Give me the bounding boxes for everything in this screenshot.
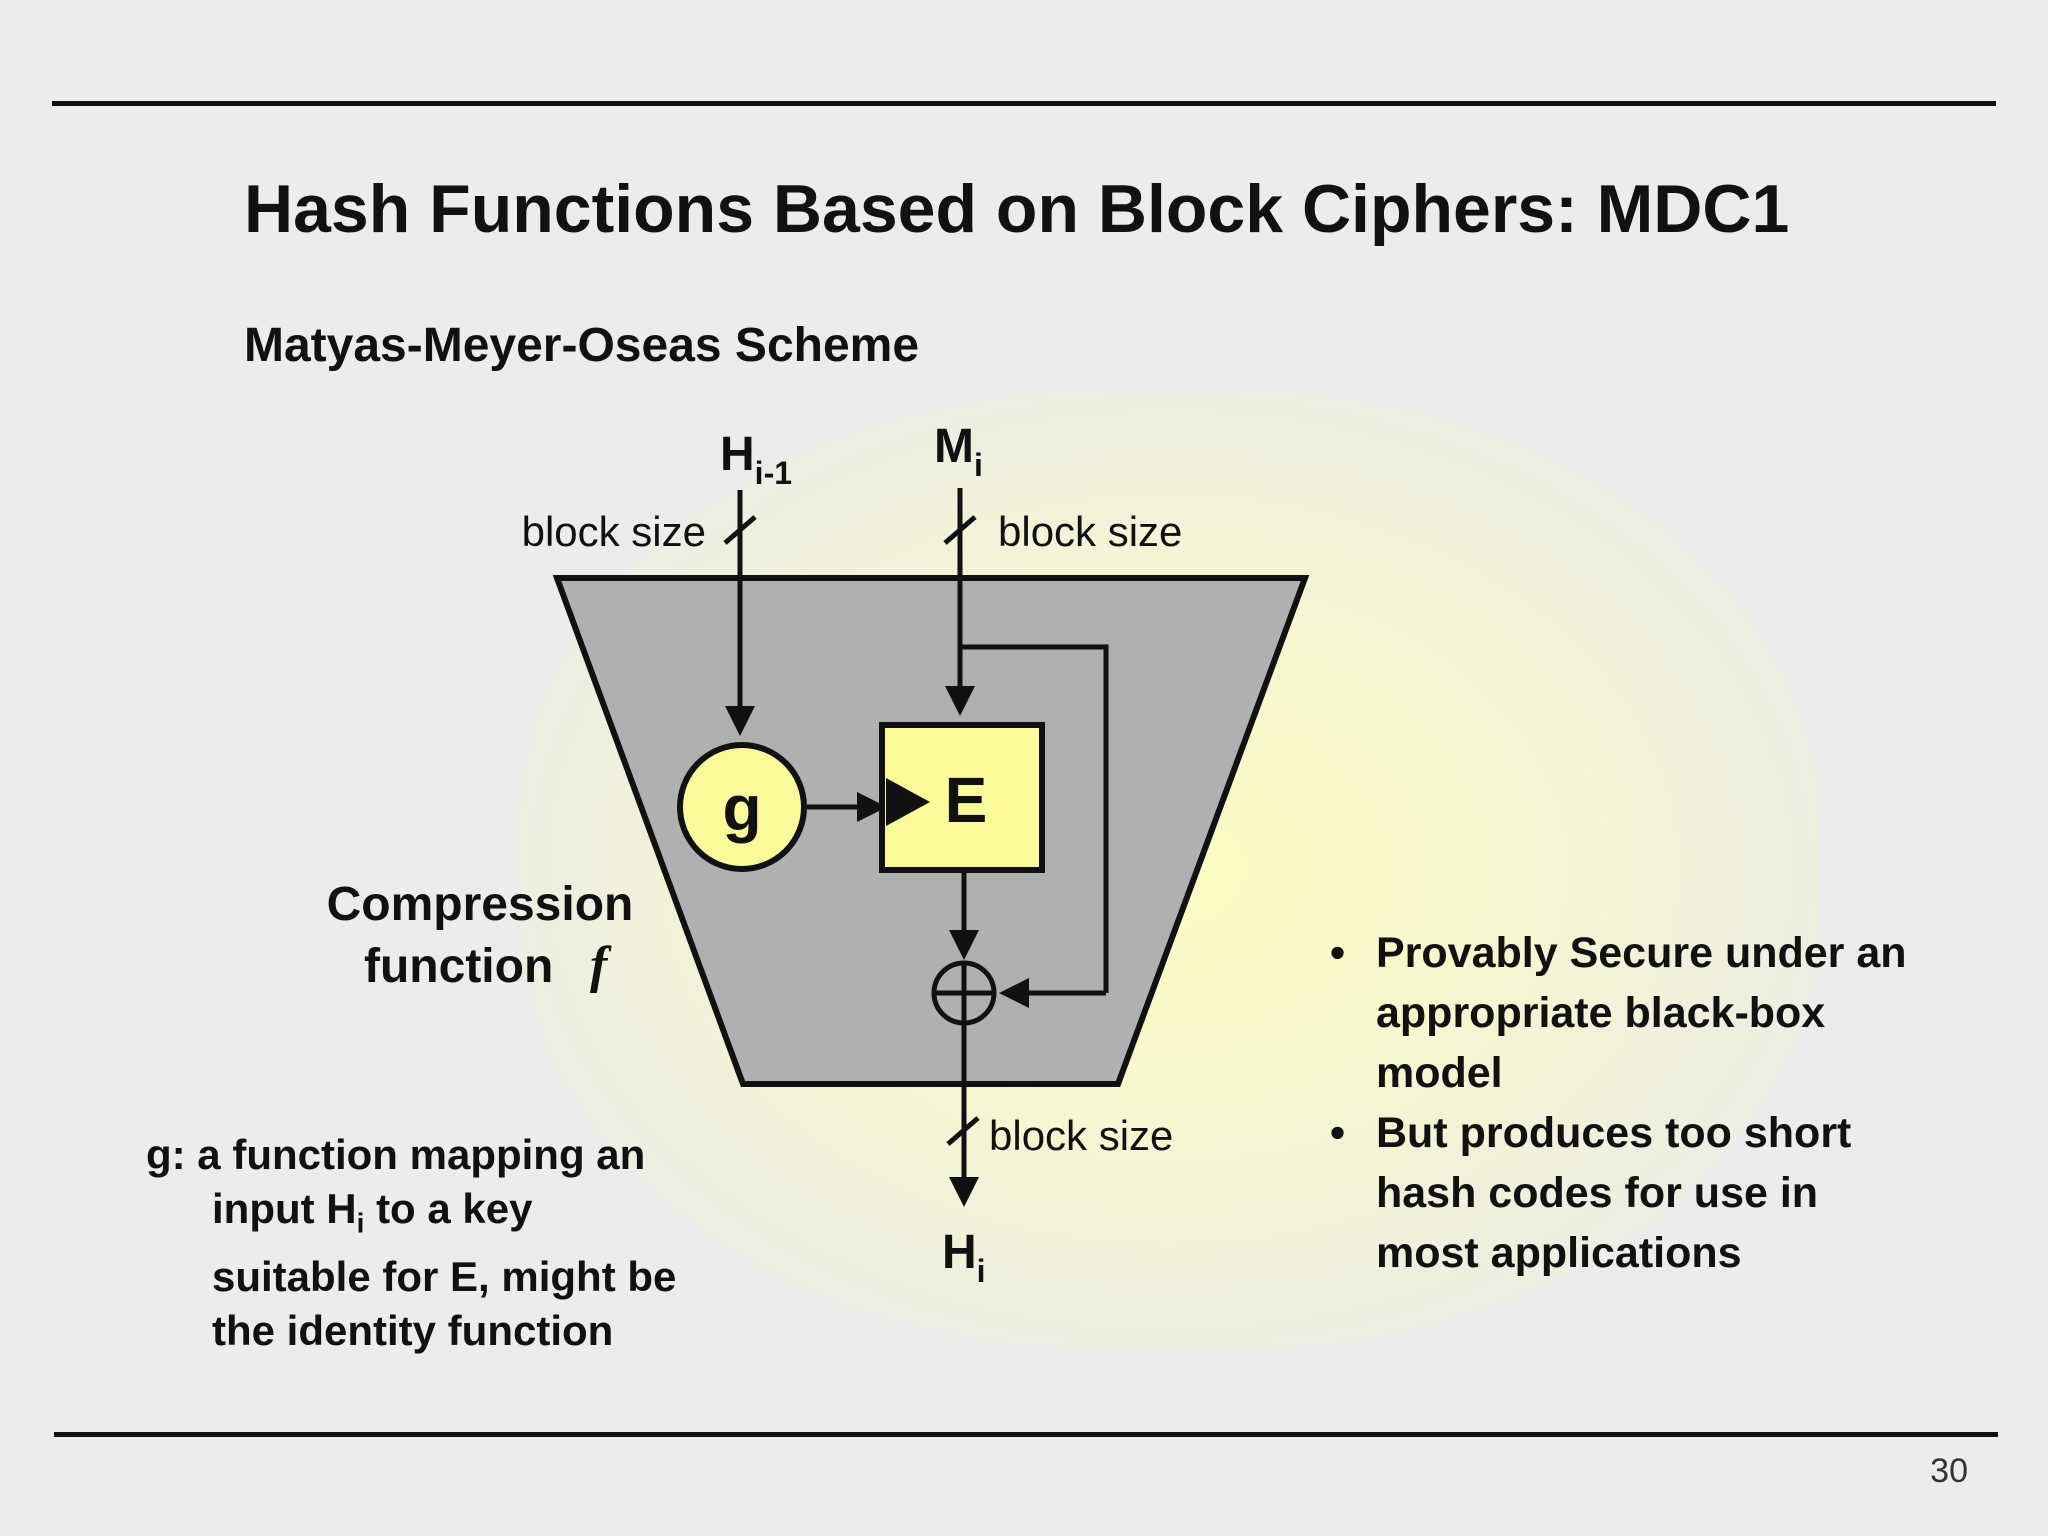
input-m-label: Mi xyxy=(934,420,983,483)
g-note-line4: the identity function xyxy=(212,1307,614,1355)
block-size-tick-right xyxy=(943,515,977,545)
bottom-rule xyxy=(54,1432,1998,1437)
top-rule xyxy=(52,101,1996,106)
g-note-line2: input Hi to a key xyxy=(212,1185,533,1239)
block-size-label-left: block size xyxy=(522,508,706,555)
block-size-label-bottom: block size xyxy=(989,1112,1173,1159)
compression-symbol-f: f xyxy=(590,937,612,994)
slide-title: Hash Functions Based on Block Ciphers: M… xyxy=(244,171,1790,247)
feed-forward-path xyxy=(960,644,1109,993)
compression-label-line2: function xyxy=(364,940,553,993)
slide-subtitle: Matyas-Meyer-Oseas Scheme xyxy=(244,319,920,372)
block-size-tick-bottom xyxy=(946,1116,980,1146)
g-function-label: g xyxy=(722,772,761,844)
g-function-circle xyxy=(677,742,807,872)
key-input-triangle xyxy=(886,778,930,826)
g-function-note: g: a function mapping an input Hi to a k… xyxy=(146,1128,766,1358)
bullet-item: Provably Secure under an appropriate bla… xyxy=(1330,923,1930,1103)
block-size-label-right: block size xyxy=(998,508,1182,555)
g-note-line1: g: a function mapping an xyxy=(146,1131,646,1178)
input-h-label: Hi-1 xyxy=(720,428,792,491)
g-note-line3: suitable for E, might be xyxy=(212,1253,677,1301)
bullet-list: Provably Secure under an appropriate bla… xyxy=(1330,923,1930,1283)
compression-label-line1: Compression xyxy=(327,878,634,931)
output-h-label: Hi xyxy=(942,1226,986,1289)
page-number: 30 xyxy=(1930,1452,1968,1490)
bullet-item: But produces too short hash codes for us… xyxy=(1330,1103,1930,1283)
block-size-tick-left xyxy=(723,515,757,545)
encryption-label: E xyxy=(945,764,988,836)
